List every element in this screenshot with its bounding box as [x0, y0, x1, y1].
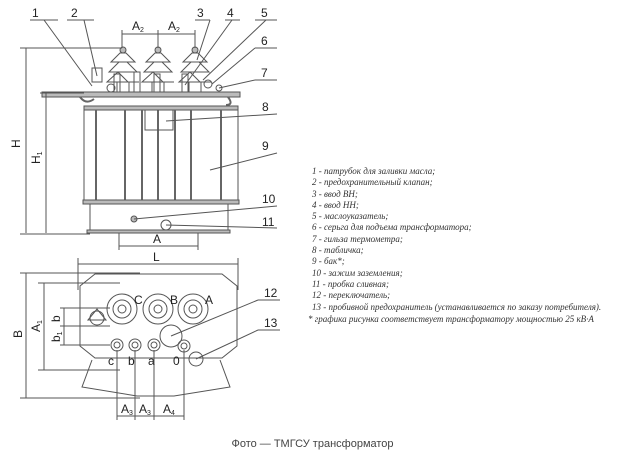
top-dimension-lines	[20, 258, 239, 420]
callout-6: 6	[261, 34, 268, 48]
dim-l: L	[153, 250, 160, 264]
dim-h1: H1	[29, 151, 44, 164]
callout-13: 13	[264, 316, 278, 330]
figure-caption: Фото — ТМГСУ трансформатор	[231, 438, 394, 450]
callout-9: 9	[262, 139, 269, 153]
callout-1: 1	[32, 6, 39, 20]
terminal-c: c	[108, 354, 114, 368]
tap-switch	[159, 324, 183, 348]
dim-h: H	[9, 139, 23, 148]
lv-bushings	[113, 71, 189, 93]
legend-item: 7 - гильза термометра;	[312, 233, 403, 244]
legend-note: * графика рисунка соответствует трансфор…	[308, 313, 594, 324]
cover-outline	[79, 273, 238, 359]
legend-item: 9 - бак*;	[312, 256, 345, 267]
callout-3: 3	[197, 6, 204, 20]
terminal-B: B	[170, 293, 178, 307]
legend-item: 1 - патрубок для заливки масла;	[312, 166, 436, 176]
terminal-a: a	[148, 354, 155, 368]
legend-item: 10 - зажим заземления;	[312, 267, 403, 278]
callout-5: 5	[261, 6, 268, 20]
legend-item: 4 - ввод НН;	[312, 199, 359, 210]
dim-b: B	[11, 330, 25, 338]
base-skid	[81, 359, 231, 397]
oil-gauge	[203, 79, 213, 89]
legend-item: 11 - пробка сливная;	[312, 278, 389, 289]
safety-valve	[91, 67, 103, 83]
callout-11: 11	[262, 215, 275, 229]
tank-bottom-rim	[82, 199, 240, 205]
tank-body	[83, 109, 239, 205]
tank-top-rim	[83, 105, 239, 111]
dim-b1: b1	[49, 331, 64, 342]
top-view: C B A c b a 0 12 13	[11, 250, 280, 420]
dim-a3-left: A3	[121, 402, 133, 417]
callout-4: 4	[227, 6, 234, 20]
callout-leaders-top	[170, 299, 280, 360]
callout-8: 8	[262, 100, 269, 114]
base-plate	[86, 229, 231, 234]
terminal-C: C	[134, 293, 143, 307]
dim-a1: A1	[29, 320, 44, 332]
callout-2: 2	[71, 6, 78, 20]
legend-item: 5 - маслоуказатель;	[312, 211, 389, 222]
dim-a2-left: A2	[132, 19, 144, 34]
legend-item: 2 - предохранительный клапан;	[312, 177, 433, 188]
nameplate	[144, 109, 174, 131]
tank-base	[89, 203, 229, 233]
filler-top	[86, 308, 108, 321]
tank-fins	[95, 110, 222, 204]
cover-plate	[41, 91, 241, 98]
callout-12: 12	[264, 286, 278, 300]
hv-bushings	[105, 46, 211, 93]
lv-terminals	[110, 338, 191, 353]
terminal-0: 0	[173, 354, 180, 368]
callout-leaders	[30, 19, 278, 229]
legend-item: 8 - табличка;	[312, 245, 364, 256]
hv-terminals	[106, 293, 209, 325]
legend-item: 13 - пробивной предохранитель (устанавли…	[312, 301, 602, 312]
dim-a: A	[153, 232, 161, 246]
lifting-lugs	[79, 96, 232, 106]
front-dimension-lines	[20, 30, 199, 250]
legend-item: 3 - ввод ВН;	[312, 188, 358, 199]
filler-ring	[89, 310, 105, 326]
thermometer-sleeve	[215, 84, 223, 92]
terminal-A: A	[205, 293, 213, 307]
legend: 1 - патрубок для заливки масла; 2 - пред…	[308, 166, 602, 325]
callout-7: 7	[261, 66, 268, 80]
oil-filler	[106, 83, 116, 93]
callout-10: 10	[262, 192, 276, 206]
dim-a4: A4	[163, 402, 175, 417]
dim-b-small: b	[49, 315, 63, 322]
legend-item: 12 - переключатель;	[312, 290, 391, 301]
surge-fuse	[188, 351, 204, 367]
dim-a2-right: A2	[168, 19, 180, 34]
front-view: 1 2 3 4 5 6 7 8 9 10 11 A2 A2 H H1 A	[9, 6, 278, 250]
dim-a3-right: A3	[139, 402, 151, 417]
terminal-b: b	[128, 354, 135, 368]
legend-item: 6 - серьга для подъема трансформатора;	[312, 222, 472, 233]
